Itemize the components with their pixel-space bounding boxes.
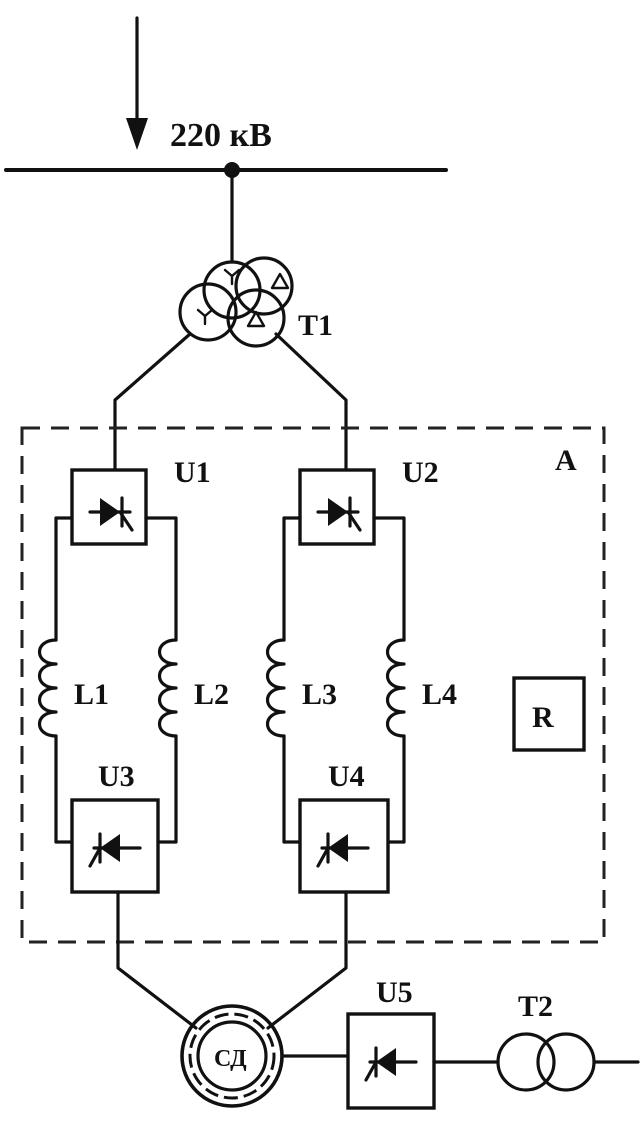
zone-a-boundary	[20, 426, 606, 944]
transformer-t1	[178, 256, 294, 348]
star-winding-icon	[223, 268, 241, 286]
u1-right-wire	[144, 516, 178, 642]
motor-label: СД	[214, 1046, 247, 1072]
u1-label: U1	[174, 456, 211, 489]
regulator-label: R	[532, 701, 554, 734]
u3-label: U3	[98, 760, 135, 793]
bus-voltage-label: 220 кВ	[170, 117, 272, 154]
l1-label: L1	[74, 678, 109, 711]
converter-u2	[298, 468, 376, 546]
l4-label: L4	[422, 678, 457, 711]
u2-label: U2	[402, 456, 439, 489]
star-winding-icon	[196, 308, 214, 326]
inductor-l2	[158, 638, 178, 738]
l2-label: L2	[194, 678, 229, 711]
converter-u4	[298, 798, 390, 894]
u2-right-wire	[372, 516, 406, 642]
converter-u5	[346, 1012, 436, 1110]
l3-label: L3	[302, 678, 337, 711]
u4-label: U4	[328, 760, 365, 793]
l1-to-u3-wire	[54, 734, 74, 844]
delta-winding-icon	[270, 272, 290, 290]
u2-left-wire	[282, 516, 302, 642]
u4-to-motor-wire	[266, 890, 348, 1030]
zone-a-label: A	[555, 444, 577, 477]
transformer-t2	[496, 1032, 596, 1092]
l4-to-u4-wire	[386, 734, 406, 844]
incoming-arrow	[126, 16, 148, 150]
u3-to-motor-wire	[116, 890, 198, 1030]
inductor-l1	[38, 638, 58, 738]
delta-winding-icon	[246, 310, 266, 328]
l3-to-u4-wire	[282, 734, 302, 844]
t1-label: T1	[298, 309, 333, 342]
u1-left-wire	[54, 516, 74, 642]
t2-label: T2	[518, 990, 553, 1023]
l2-to-u3-wire	[156, 734, 178, 844]
inductor-l4	[386, 638, 406, 738]
t1-right-feeder	[274, 332, 348, 472]
converter-u1	[70, 468, 148, 546]
regulator-box	[512, 676, 586, 752]
t1-left-feeder	[113, 332, 192, 472]
inductor-l3	[266, 638, 286, 738]
converter-u3	[70, 798, 160, 894]
u5-label: U5	[376, 976, 413, 1009]
